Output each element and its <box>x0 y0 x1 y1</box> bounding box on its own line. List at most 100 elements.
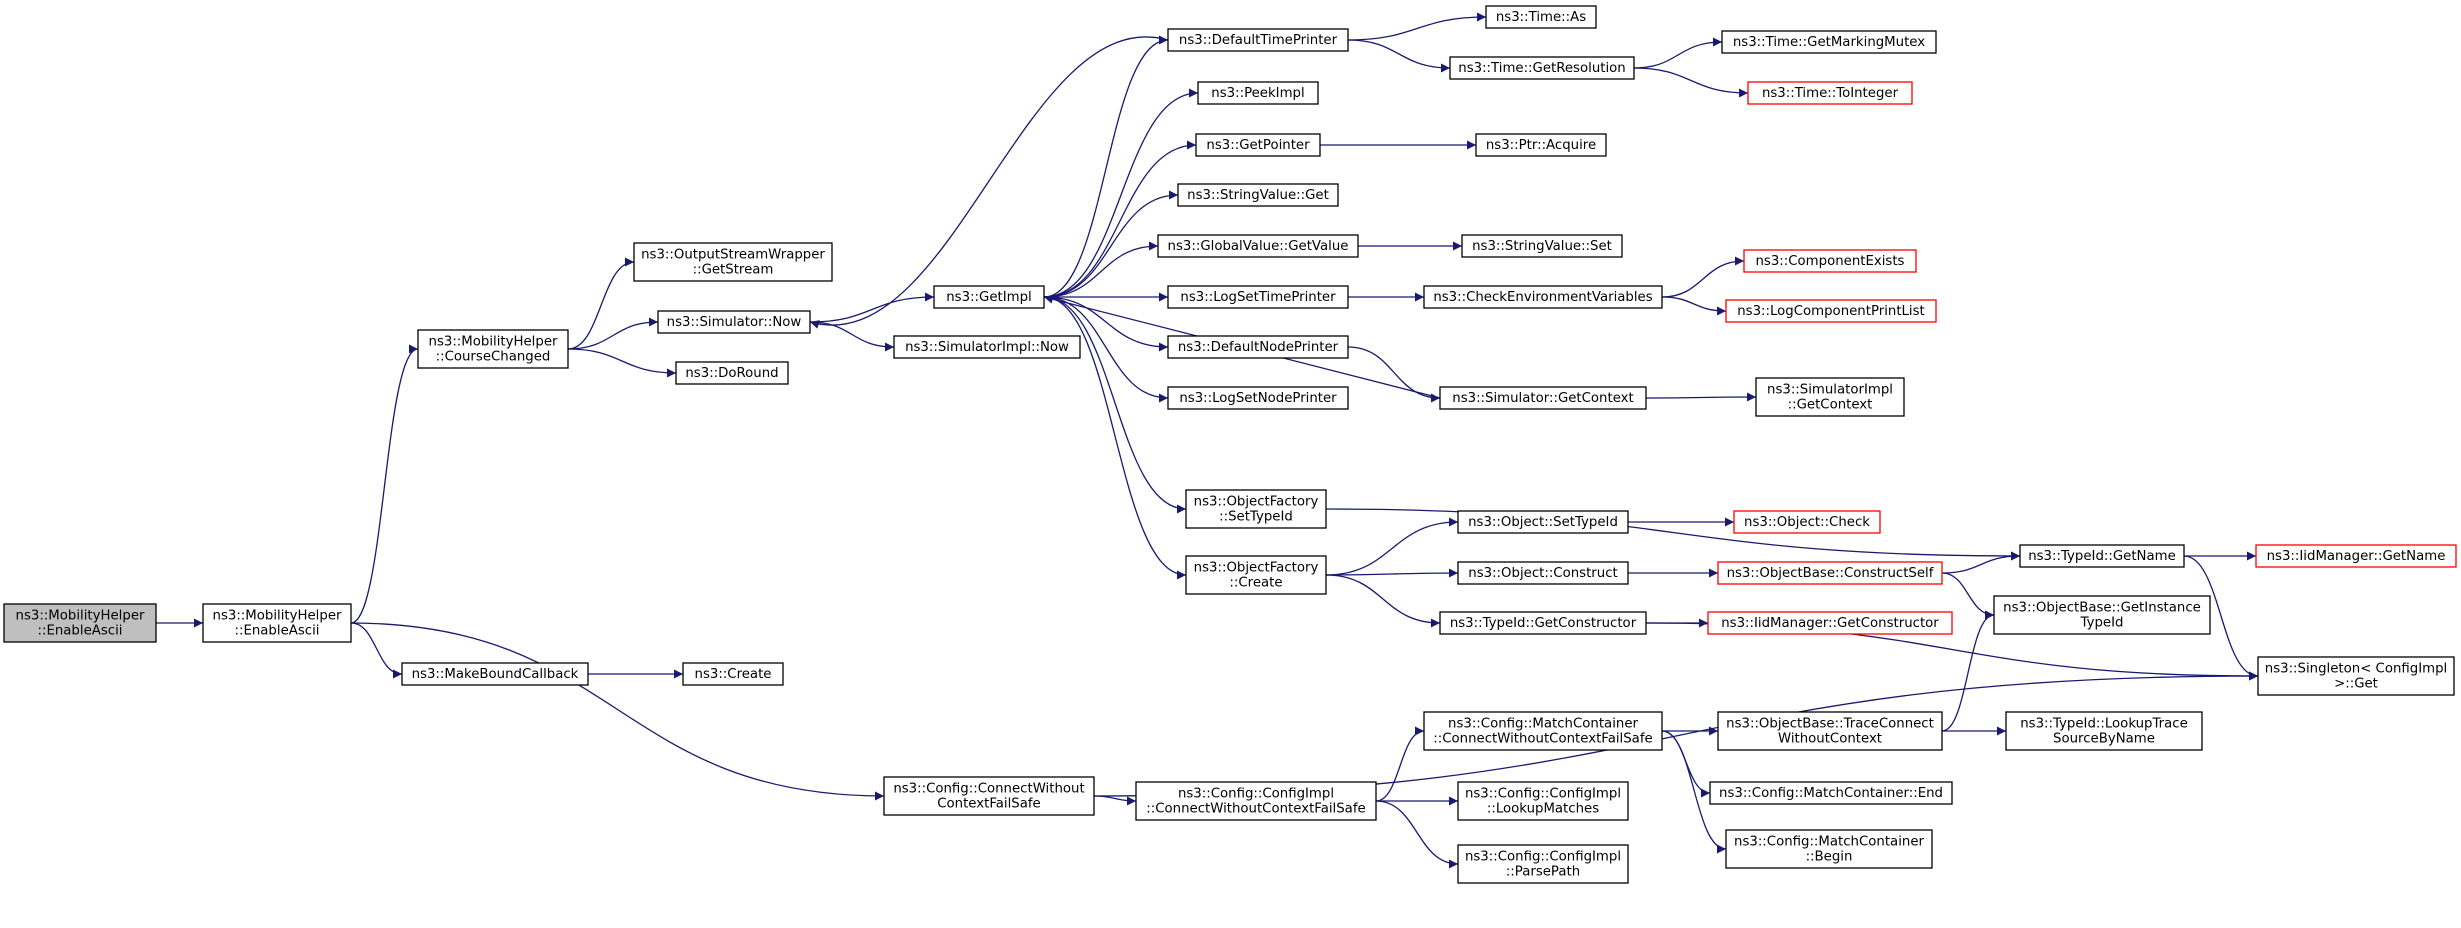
edge-arrow <box>1645 392 1757 402</box>
edge-n40-n45 <box>1941 551 2021 574</box>
node-mobilityhelper-coursechanged[interactable]: ns3::MobilityHelper::CourseChanged <box>417 329 569 369</box>
node-peekimpl[interactable]: ns3::PeekImpl <box>1197 81 1319 105</box>
node-config-configimpl-connectwithoutcontextfailsafe[interactable]: ns3::Config::ConfigImpl::ConnectWithoutC… <box>1135 781 1377 821</box>
node-label: ns3::Create <box>695 667 772 682</box>
node-objectfactory-create[interactable]: ns3::ObjectFactory::Create <box>1185 555 1327 595</box>
node-checkenvironmentvariables[interactable]: ns3::CheckEnvironmentVariables <box>1423 285 1663 309</box>
node-label: WithoutContext <box>1778 732 1882 747</box>
node-time-tointeger[interactable]: ns3::Time::ToInteger <box>1747 81 1913 105</box>
node-label: ns3::Config::ConfigImpl <box>1178 787 1334 802</box>
node-objectbase-constructself[interactable]: ns3::ObjectBase::ConstructSelf <box>1717 561 1943 585</box>
node-iidmanager-getconstructor[interactable]: ns3::IidManager::GetConstructor <box>1707 611 1953 635</box>
node-stringvalue-get[interactable]: ns3::StringValue::Get <box>1177 183 1339 207</box>
node-time-getmarkingmutex[interactable]: ns3::Time::GetMarkingMutex <box>1721 30 1937 54</box>
node-box <box>1733 510 1881 534</box>
node-box <box>1721 30 1937 54</box>
edge-arrow <box>1093 795 1137 806</box>
node-box <box>1475 133 1607 157</box>
node-box <box>2005 711 2203 751</box>
edge-arrow <box>1043 296 1187 580</box>
node-time-as[interactable]: ns3::Time::As <box>1485 5 1597 29</box>
edge-arrow <box>350 344 419 624</box>
node-config-matchcontainer-begin[interactable]: ns3::Config::MatchContainer::Begin <box>1725 829 1933 869</box>
node-config-configimpl-lookupmatches[interactable]: ns3::Config::ConfigImpl::LookupMatches <box>1457 781 1629 821</box>
node-object-construct[interactable]: ns3::Object::Construct <box>1457 561 1629 585</box>
node-stringvalue-set[interactable]: ns3::StringValue::Set <box>1461 234 1623 258</box>
node-label: ns3::TypeId::LookupTrace <box>2020 717 2188 732</box>
edge-arrow <box>1347 39 1451 73</box>
edge-arrow <box>809 36 1169 329</box>
node-box <box>2257 656 2455 696</box>
node-config-matchcontainer-connectwithoutcontextfailsafe[interactable]: ns3::Config::MatchContainer::ConnectWith… <box>1423 711 1663 751</box>
node-box <box>633 242 833 282</box>
node-box <box>1457 561 1629 585</box>
node-box <box>1743 249 1917 273</box>
node-ptr-acquire[interactable]: ns3::Ptr::Acquire <box>1475 133 1607 157</box>
node-config-configimpl-parsepath[interactable]: ns3::Config::ConfigImpl::ParsePath <box>1457 844 1629 884</box>
edge-n8-n15 <box>1043 241 1159 298</box>
edge-n42-n46 <box>1941 610 1995 732</box>
node-label: ::ConnectWithoutContextFailSafe <box>1146 802 1365 817</box>
edge-arrow <box>567 317 659 350</box>
node-defaultnodeprinter[interactable]: ns3::DefaultNodePrinter <box>1167 335 1349 359</box>
node-label: ns3::LogComponentPrintList <box>1737 304 1925 319</box>
node-label: ::ParsePath <box>1506 865 1580 880</box>
node-label: ns3::Time::ToInteger <box>1762 86 1899 101</box>
node-time-getresolution[interactable]: ns3::Time::GetResolution <box>1449 56 1635 80</box>
node-label: ns3::DefaultNodePrinter <box>1178 340 1339 355</box>
node-label: ::Begin <box>1806 850 1853 865</box>
node-label: ns3::Config::MatchContainer <box>1448 717 1638 732</box>
node-label: ns3::ObjectBase::TraceConnect <box>1726 717 1934 732</box>
node-mobilityhelper-enableascii[interactable]: ns3::MobilityHelper::EnableAscii <box>202 603 352 643</box>
node-defaulttimeprinter[interactable]: ns3::DefaultTimePrinter <box>1167 28 1349 52</box>
node-doround[interactable]: ns3::DoRound <box>675 361 789 385</box>
node-object-check[interactable]: ns3::Object::Check <box>1733 510 1881 534</box>
node-mobilityhelper-enableascii[interactable]: ns3::MobilityHelper::EnableAscii <box>3 603 157 643</box>
node-objectfactory-settypeid[interactable]: ns3::ObjectFactory::SetTypeId <box>1185 489 1327 529</box>
node-typeid-getname[interactable]: ns3::TypeId::GetName <box>2019 544 2185 568</box>
edge-n23-n34 <box>1633 37 1723 69</box>
node-outputstreamwrapper-getstream[interactable]: ns3::OutputStreamWrapper::GetStream <box>633 242 833 282</box>
edge-n20-n28 <box>1325 517 1459 576</box>
node-logsetnodeprinter[interactable]: ns3::LogSetNodePrinter <box>1167 386 1349 410</box>
edge-n1-n3 <box>350 622 403 679</box>
node-simulator-getcontext[interactable]: ns3::Simulator::GetContext <box>1439 386 1647 410</box>
edge-n40-n46 <box>1941 572 1995 620</box>
node-getpointer[interactable]: ns3::GetPointer <box>1195 133 1321 157</box>
node-iidmanager-getname[interactable]: ns3::IidManager::GetName <box>2255 544 2457 568</box>
node-componentexists[interactable]: ns3::ComponentExists <box>1743 249 1917 273</box>
edge-n1-n10 <box>350 622 885 801</box>
node-objectbase-traceconnectwithoutcontext[interactable]: ns3::ObjectBase::TraceConnectWithoutCont… <box>1717 711 1943 751</box>
node-typeid-getconstructor[interactable]: ns3::TypeId::GetConstructor <box>1439 611 1647 635</box>
node-makeboundcallback[interactable]: ns3::MakeBoundCallback <box>401 662 589 686</box>
edge-n11-n22 <box>1347 12 1487 41</box>
node-simulator-now[interactable]: ns3::Simulator::Now <box>657 310 811 334</box>
node-label: ::SetTypeId <box>1219 510 1293 525</box>
node-label: ns3::IidManager::GetName <box>2267 549 2446 564</box>
node-create[interactable]: ns3::Create <box>682 662 784 686</box>
node-singleton-configimpl-get[interactable]: ns3::Singleton< ConfigImpl>::Get <box>2257 656 2455 696</box>
node-simulatorimpl-getcontext[interactable]: ns3::SimulatorImpl::GetContext <box>1755 377 1905 417</box>
node-object-settypeid[interactable]: ns3::Object::SetTypeId <box>1457 510 1629 534</box>
node-box <box>1709 781 1953 805</box>
node-box <box>1167 28 1349 52</box>
node-config-matchcontainer-end[interactable]: ns3::Config::MatchContainer::End <box>1709 781 1953 805</box>
edge-n20-n29 <box>1325 568 1459 578</box>
node-label: ns3::GetImpl <box>946 290 1031 305</box>
node-logsettimeprinter[interactable]: ns3::LogSetTimePrinter <box>1167 285 1349 309</box>
node-config-connectwithoutcontextfailsafe[interactable]: ns3::Config::ConnectWithoutContextFailSa… <box>883 776 1095 816</box>
node-logcomponentprintlist[interactable]: ns3::LogComponentPrintList <box>1725 299 1937 323</box>
edge-n23-n35 <box>1633 67 1749 98</box>
node-globalvalue-getvalue[interactable]: ns3::GlobalValue::GetValue <box>1157 234 1359 258</box>
node-label: ::ConnectWithoutContextFailSafe <box>1433 732 1652 747</box>
node-simulatorimpl-now[interactable]: ns3::SimulatorImpl::Now <box>893 335 1081 359</box>
node-getimpl[interactable]: ns3::GetImpl <box>933 285 1045 309</box>
node-label: ns3::Object::Check <box>1744 515 1870 530</box>
node-box <box>1423 711 1663 751</box>
node-label: ::CourseChanged <box>436 350 551 365</box>
edge-n20-n30 <box>1325 574 1441 628</box>
edge-arrow <box>809 292 935 323</box>
